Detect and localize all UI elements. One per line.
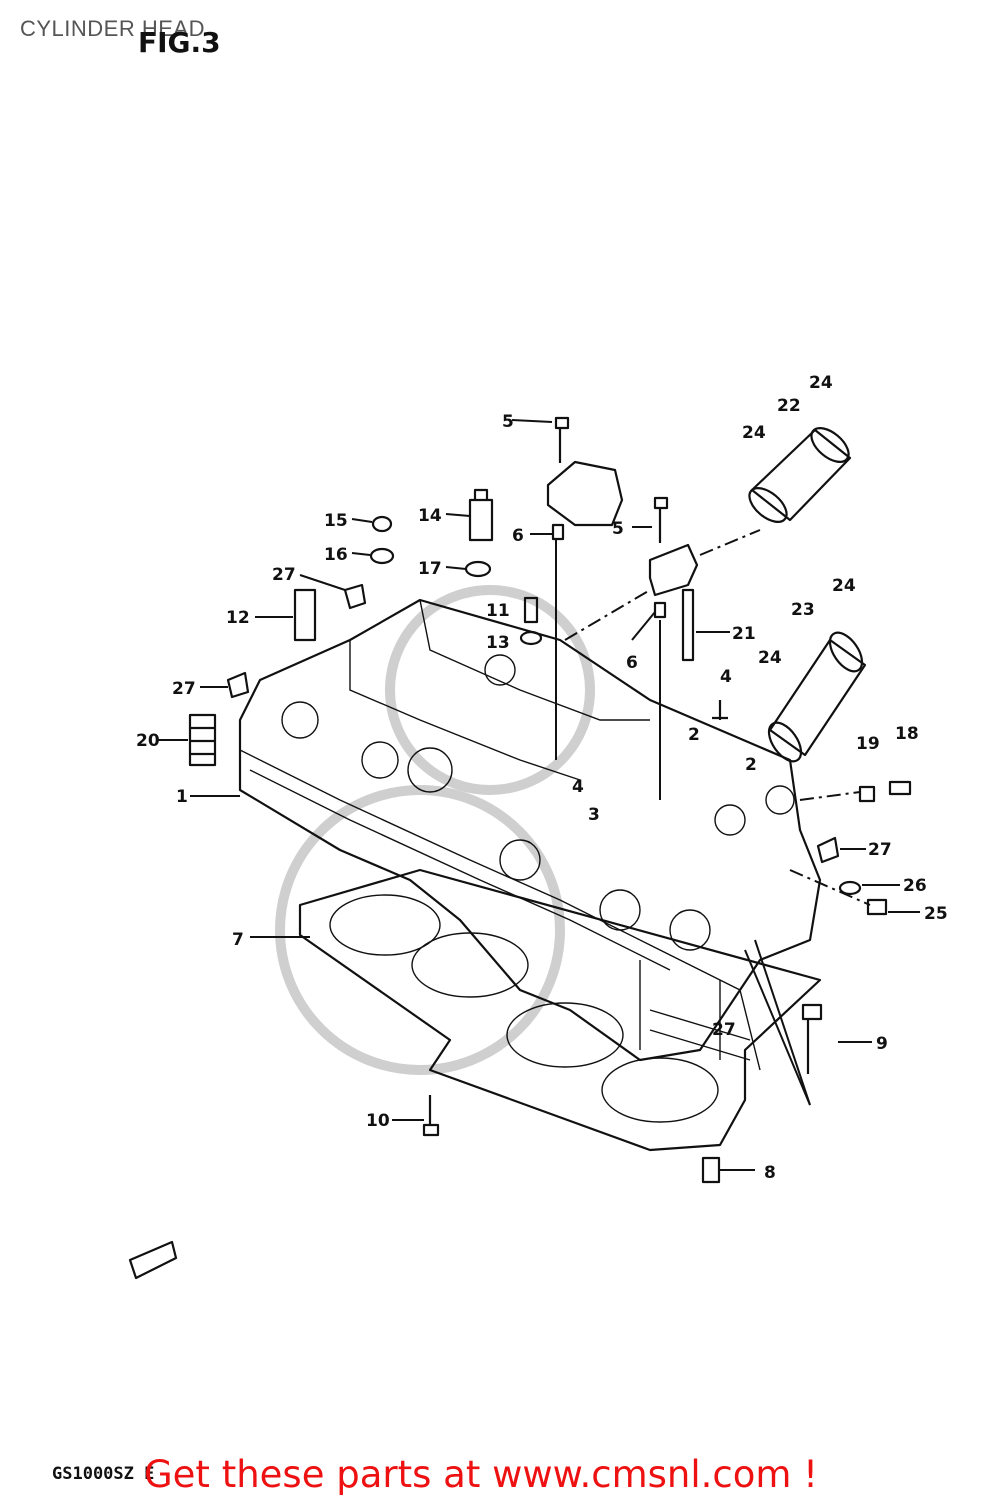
- watermark-logo: [275, 585, 595, 1075]
- label-13: 13: [486, 633, 510, 653]
- label-21: 21: [732, 624, 756, 644]
- figure-label: FIG.3: [138, 26, 221, 59]
- label-22: 22: [777, 396, 801, 416]
- head-gasket: [298, 868, 822, 1152]
- label-27: 27: [272, 565, 296, 585]
- small-parts: [128, 416, 912, 1280]
- label-27: 27: [868, 840, 892, 860]
- label-4: 4: [572, 777, 584, 797]
- label-10: 10: [366, 1111, 390, 1131]
- label-12: 12: [226, 608, 250, 628]
- label-6: 6: [626, 653, 638, 673]
- label-16: 16: [324, 545, 348, 565]
- guide-lines: [555, 529, 871, 906]
- label-24: 24: [758, 648, 782, 668]
- label-27: 27: [712, 1020, 736, 1040]
- label-1: 1: [176, 787, 188, 807]
- label-24: 24: [742, 423, 766, 443]
- label-19: 19: [856, 734, 880, 754]
- get-parts-link[interactable]: Get these parts at www.cmsnl.com !: [144, 1453, 819, 1496]
- label-7: 7: [232, 930, 244, 950]
- label-14: 14: [418, 506, 442, 526]
- page-title: CYLINDER HEAD: [20, 16, 205, 41]
- label-4: 4: [720, 667, 732, 687]
- label-3: 3: [588, 805, 600, 825]
- label-18: 18: [895, 724, 919, 744]
- label-11: 11: [486, 601, 510, 621]
- label-9: 9: [876, 1034, 888, 1054]
- label-26: 26: [903, 876, 927, 896]
- intake-pipes: [748, 427, 867, 763]
- label-5: 5: [502, 412, 514, 432]
- label-15: 15: [324, 511, 348, 531]
- label-25: 25: [924, 904, 948, 924]
- label-6: 6: [512, 526, 524, 546]
- label-8: 8: [764, 1163, 776, 1183]
- label-17: 17: [418, 559, 442, 579]
- label-24: 24: [832, 576, 856, 596]
- leader-lines: [158, 419, 920, 1171]
- label-2: 2: [745, 755, 757, 775]
- part-labels: 1 2 2 3 4 4 5 5 6 6 7 8 9 10 11 12 13 14…: [136, 373, 948, 1183]
- label-2: 2: [688, 725, 700, 745]
- model-code: GS1000SZ E: [52, 1464, 155, 1484]
- label-5: 5: [612, 519, 624, 539]
- cylinder-head-body: [238, 598, 822, 1071]
- label-20: 20: [136, 731, 160, 751]
- label-27: 27: [172, 679, 196, 699]
- label-23: 23: [791, 600, 815, 620]
- label-24: 24: [809, 373, 833, 393]
